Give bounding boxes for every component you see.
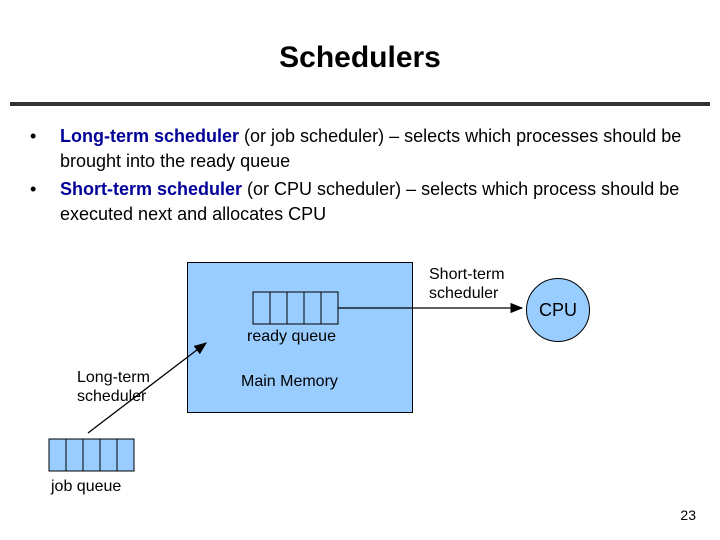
ready-queue-label: ready queue xyxy=(247,328,336,345)
long-term-label-line2: scheduler xyxy=(77,388,147,405)
short-term-label-line2: scheduler xyxy=(429,285,499,302)
short-term-label-line1: Short-term xyxy=(429,266,505,283)
job-queue-slots xyxy=(48,438,135,472)
queue-slot xyxy=(82,438,101,472)
bullet-text: (or CPU scheduler) – selects which proce… xyxy=(60,179,680,224)
ready-queue-slots xyxy=(252,291,339,325)
cpu-circle: CPU xyxy=(526,278,590,342)
main-memory-box xyxy=(187,262,413,413)
queue-slot xyxy=(99,438,118,472)
queue-slot xyxy=(269,291,288,325)
queue-slot xyxy=(65,438,84,472)
page-number: 23 xyxy=(680,507,696,523)
job-queue-label: job queue xyxy=(51,478,122,495)
bullet-term: Long-term scheduler xyxy=(60,126,240,146)
title-divider xyxy=(10,102,710,106)
bullet-list: • Long-term scheduler (or job scheduler)… xyxy=(30,124,710,230)
long-term-arrow xyxy=(87,342,208,434)
bullet-short-term: • Short-term scheduler (or CPU scheduler… xyxy=(30,177,710,227)
long-term-label-line1: Long-term xyxy=(77,369,150,386)
page-title: Schedulers xyxy=(279,41,441,74)
queue-slot xyxy=(320,291,339,325)
cpu-label: CPU xyxy=(538,300,577,320)
long-term-scheduler-label: Long-term scheduler xyxy=(77,368,150,406)
bullet-term: Short-term scheduler xyxy=(60,179,243,199)
queue-slot xyxy=(303,291,322,325)
bullet-long-term: • Long-term scheduler (or job scheduler)… xyxy=(30,124,710,174)
bullet-glyph: • xyxy=(30,179,37,199)
bullet-glyph: • xyxy=(30,126,37,146)
bullet-text: (or job scheduler) – selects which proce… xyxy=(60,126,682,171)
queue-slot xyxy=(286,291,305,325)
queue-slot xyxy=(252,291,271,325)
main-memory-label: Main Memory xyxy=(241,373,338,390)
queue-slot xyxy=(116,438,135,472)
queue-slot xyxy=(48,438,67,472)
short-term-scheduler-label: Short-term scheduler xyxy=(429,265,505,303)
